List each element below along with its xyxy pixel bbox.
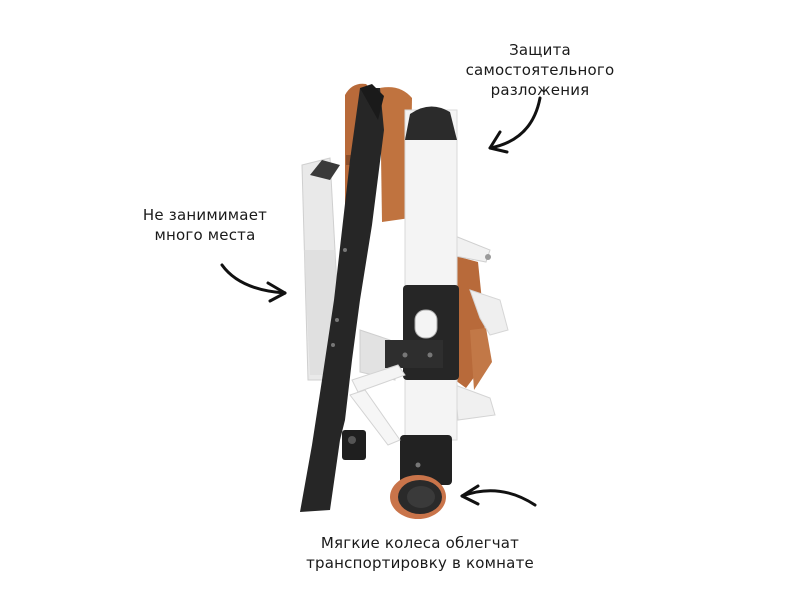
callout-line: разложения	[490, 81, 590, 99]
wheel-icon	[390, 475, 446, 519]
black-frame-leg	[300, 84, 384, 512]
callout-line: много места	[154, 226, 256, 244]
callout-line: Защита	[509, 41, 571, 59]
curved-arrow-icon	[460, 484, 537, 507]
callout-folding-protection: Защита самостоятельного разложения	[440, 40, 640, 100]
callout-line: Мягкие колеса облегчат	[320, 534, 520, 552]
curved-arrow-icon	[488, 96, 542, 154]
callout-line: транспортировку в комнате	[306, 554, 534, 572]
callout-line: Не занимимает	[142, 206, 268, 224]
white-brace	[349, 364, 406, 446]
white-frame-leg	[385, 106, 459, 485]
callout-line: самостоятельного	[465, 61, 615, 79]
callout-space-saving: Не занимимает много места	[120, 205, 290, 245]
callout-soft-wheels: Мягкие колеса облегчат транспортировку в…	[260, 533, 580, 573]
curved-arrow-icon	[220, 263, 287, 303]
seat-cushion-side	[452, 235, 509, 421]
